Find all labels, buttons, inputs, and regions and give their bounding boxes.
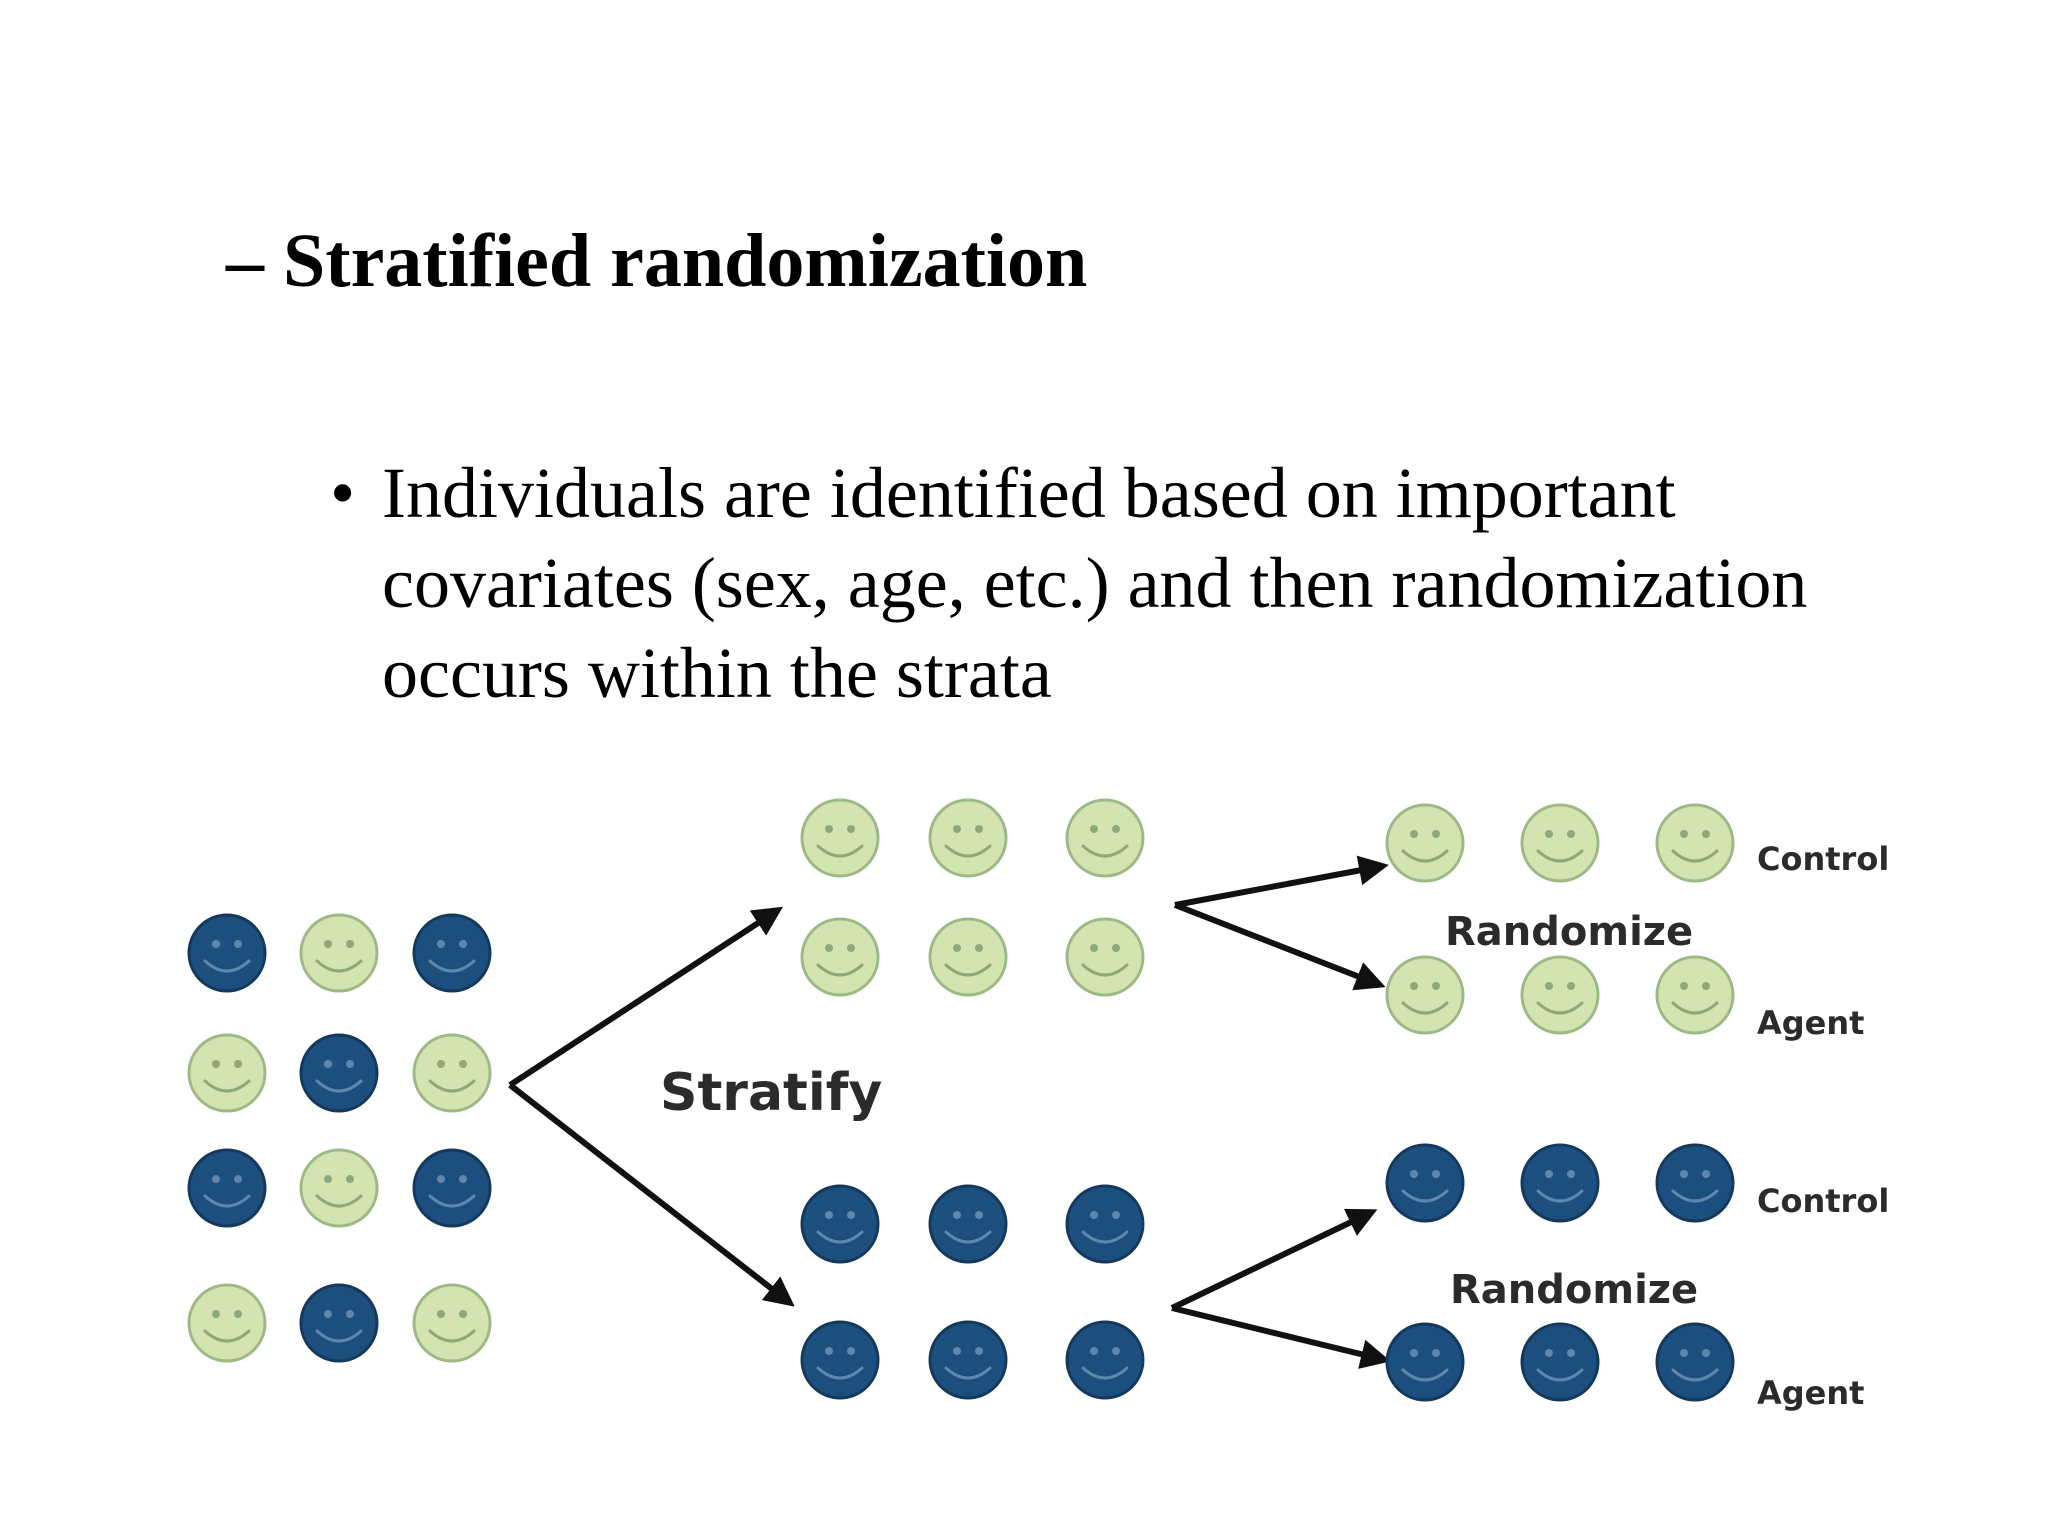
arrow-randomize-top-control — [1174, 855, 1389, 908]
bullet-marker: • — [330, 453, 356, 533]
face-population-dark — [187, 1148, 267, 1228]
arrow-randomize-top-agent — [1173, 902, 1386, 991]
bullet-text: Individuals are identified based on impo… — [382, 448, 1982, 718]
face-population-light — [299, 913, 379, 993]
stratify-label: Stratify — [660, 1063, 882, 1123]
face-population-light — [412, 1033, 492, 1113]
face-stratum-light — [928, 917, 1008, 997]
face-group-light-agent — [1655, 955, 1735, 1035]
face-group-dark-control — [1655, 1143, 1735, 1223]
face-stratum-light — [1065, 917, 1145, 997]
control-top-label: Control — [1757, 840, 1889, 878]
face-population-dark — [412, 913, 492, 993]
arrow-stratify-up — [508, 906, 784, 1088]
bullet-line-3: occurs within the strata — [382, 633, 1052, 713]
face-stratum-light — [928, 798, 1008, 878]
face-stratum-light — [800, 798, 880, 878]
face-population-dark — [187, 913, 267, 993]
arrow-stratify-down — [508, 1082, 795, 1307]
face-stratum-dark — [928, 1320, 1008, 1400]
face-group-dark-agent — [1385, 1322, 1465, 1402]
face-population-light — [299, 1148, 379, 1228]
control-bottom-label: Control — [1757, 1182, 1889, 1220]
face-group-light-control — [1520, 803, 1600, 883]
face-group-dark-agent — [1520, 1322, 1600, 1402]
face-group-dark-control — [1385, 1143, 1465, 1223]
face-group-light-agent — [1385, 955, 1465, 1035]
bullet-line-2: covariates (sex, age, etc.) and then ran… — [382, 543, 1808, 623]
bullet-line-1: Individuals are identified based on impo… — [382, 453, 1676, 533]
randomize-bottom-label: Randomize — [1450, 1267, 1698, 1313]
face-stratum-dark — [800, 1320, 880, 1400]
arrow-randomize-bottom-control — [1170, 1208, 1378, 1311]
randomize-top-label: Randomize — [1445, 909, 1693, 955]
face-group-dark-control — [1520, 1143, 1600, 1223]
face-population-light — [412, 1283, 492, 1363]
agent-top-label: Agent — [1757, 1004, 1864, 1042]
slide-heading: – Stratified randomization — [226, 219, 1088, 303]
face-population-dark — [299, 1033, 379, 1113]
face-population-light — [187, 1283, 267, 1363]
face-group-light-control — [1655, 803, 1735, 883]
agent-bottom-label: Agent — [1757, 1374, 1864, 1412]
face-stratum-dark — [928, 1184, 1008, 1264]
face-stratum-dark — [800, 1184, 880, 1264]
face-group-light-agent — [1520, 955, 1600, 1035]
face-stratum-dark — [1065, 1184, 1145, 1264]
face-group-light-control — [1385, 803, 1465, 883]
face-population-dark — [412, 1148, 492, 1228]
faces — [187, 798, 1735, 1402]
arrows — [508, 855, 1391, 1369]
face-stratum-dark — [1065, 1320, 1145, 1400]
face-population-light — [187, 1033, 267, 1113]
face-stratum-light — [800, 917, 880, 997]
face-population-dark — [299, 1283, 379, 1363]
face-stratum-light — [1065, 798, 1145, 878]
face-group-dark-agent — [1655, 1322, 1735, 1402]
arrow-randomize-bottom-agent — [1171, 1305, 1391, 1369]
